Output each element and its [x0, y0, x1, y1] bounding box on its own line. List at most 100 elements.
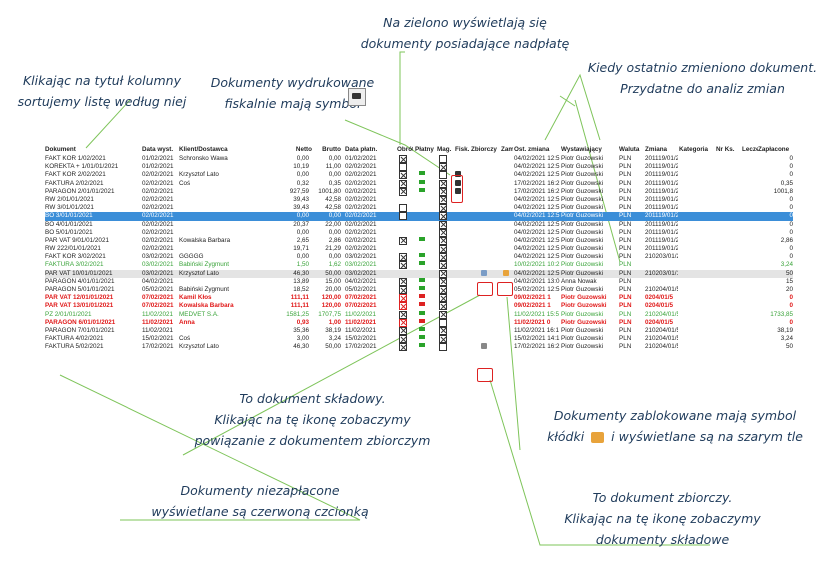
table-cell: 09/02/2021 1 — [514, 302, 551, 310]
column-header[interactable]: Klient/Dostawca — [179, 146, 228, 153]
checkbox[interactable] — [399, 236, 407, 245]
checkbox[interactable] — [399, 335, 407, 344]
table-cell: 3,00 — [296, 335, 309, 343]
table-cell: 50 — [785, 343, 793, 351]
checkbox[interactable] — [399, 212, 407, 221]
checkbox[interactable] — [399, 204, 407, 213]
checkbox[interactable] — [399, 163, 407, 172]
table-cell: 10/02/2021 10:2 — [514, 261, 560, 269]
checkbox[interactable] — [439, 310, 447, 319]
column-header[interactable]: Dokument — [45, 146, 76, 153]
column-header[interactable]: Zmiana — [645, 146, 668, 153]
column-header[interactable]: Mag. — [437, 146, 452, 153]
column-header[interactable]: Data wyst. — [142, 146, 174, 153]
column-header[interactable]: Data płatn. — [345, 146, 378, 153]
checkbox[interactable] — [439, 335, 447, 344]
checkbox[interactable] — [439, 155, 447, 163]
column-header[interactable]: Obrót — [397, 146, 413, 153]
checkbox[interactable] — [439, 163, 447, 172]
checkbox[interactable] — [439, 228, 447, 237]
checkbox[interactable] — [439, 318, 447, 327]
checkbox[interactable] — [439, 277, 447, 286]
checkbox[interactable] — [439, 253, 447, 262]
component-document-icon[interactable] — [481, 269, 487, 276]
checkbox[interactable] — [439, 171, 447, 180]
column-header[interactable]: Brutto — [322, 146, 341, 153]
table-cell: KOREKTA + 1/01/01/2021 — [45, 163, 119, 171]
column-header[interactable]: Fisk. — [455, 146, 469, 153]
checkbox[interactable] — [399, 155, 407, 163]
column-header[interactable]: Waluta — [619, 146, 640, 153]
checkbox[interactable] — [439, 269, 447, 278]
table-cell: 0 — [789, 220, 793, 228]
column-header[interactable]: Zbiorczy — [471, 146, 497, 153]
checkbox[interactable] — [399, 326, 407, 335]
checkbox[interactable] — [439, 236, 447, 245]
checkbox[interactable] — [399, 318, 407, 327]
checkbox[interactable] — [439, 220, 447, 229]
checkbox[interactable] — [399, 294, 407, 303]
column-header[interactable]: Netto — [295, 146, 312, 153]
checkbox[interactable] — [399, 343, 407, 352]
column-header[interactable]: Płatny — [415, 146, 434, 153]
checkbox[interactable] — [399, 277, 407, 286]
column-header[interactable]: Wystawiający — [561, 146, 602, 153]
checkbox[interactable] — [399, 310, 407, 319]
column-header[interactable]: Zamk — [501, 146, 513, 153]
checkbox[interactable] — [439, 245, 447, 254]
column-header[interactable]: Nr Ks. — [716, 146, 735, 153]
table-cell: 01/02/2021 — [142, 163, 174, 171]
column-header[interactable]: Leczenia — [742, 146, 758, 153]
checkbox[interactable] — [399, 302, 407, 311]
checkbox[interactable] — [439, 326, 447, 335]
table-cell: Piotr Guzowski — [561, 302, 607, 310]
checkbox[interactable] — [399, 187, 407, 196]
checkbox[interactable] — [399, 253, 407, 262]
checkbox[interactable] — [439, 343, 447, 352]
checkbox[interactable] — [439, 302, 447, 311]
table-cell: PLN — [619, 163, 632, 171]
checkbox[interactable] — [439, 179, 447, 188]
checkbox[interactable] — [439, 286, 447, 294]
table-cell: 05/02/2021 12:5 — [514, 286, 560, 293]
checkbox[interactable] — [439, 261, 447, 270]
checkbox[interactable] — [399, 261, 407, 270]
checkbox[interactable] — [439, 212, 447, 221]
checkbox[interactable] — [399, 286, 407, 294]
checkbox[interactable] — [399, 171, 407, 180]
column-header[interactable]: Zapłacone — [758, 146, 790, 153]
checkbox[interactable] — [439, 204, 447, 213]
checkbox[interactable] — [439, 195, 447, 204]
checkbox[interactable] — [439, 187, 447, 196]
collective-document-icon[interactable] — [481, 343, 487, 350]
checkbox[interactable] — [399, 179, 407, 188]
table-cell: 11/02/2021 — [142, 326, 174, 334]
column-header[interactable]: Ost. zmiana — [514, 146, 550, 153]
checkbox[interactable] — [439, 294, 447, 303]
column-header[interactable]: Kategoria — [679, 146, 709, 153]
